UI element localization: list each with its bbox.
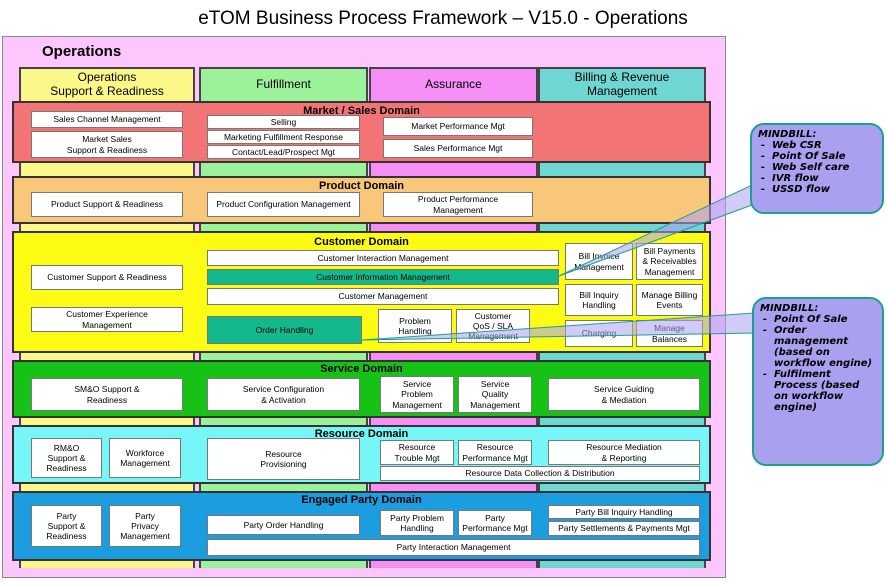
callout-1-item: USSD flow (772, 184, 876, 195)
smo-support-readiness: SM&O Support & Readiness (31, 378, 183, 411)
bill-inquiry-handling: Bill Inquiry Handling (565, 284, 633, 316)
product-domain-title: Product Domain (319, 180, 404, 192)
column-header-fulfillment: Fulfillment (199, 67, 368, 103)
callout-1-item: Web CSR (772, 140, 876, 151)
service-quality-management: Service Quality Management (458, 376, 532, 413)
mindbill-callout-2: MINDBILL: Point Of Sale Order management… (752, 297, 884, 466)
customer-information-management: Customer Information Management (207, 269, 559, 285)
column-header-osr: Operations Support & Readiness (19, 67, 195, 103)
bill-payments-receivables: Bill Payments & Receivables Management (636, 243, 703, 280)
customer-interaction-management: Customer Interaction Management (207, 250, 559, 266)
callout-2-item: Point Of Sale (774, 314, 876, 325)
callout-2-title: MINDBILL: (760, 303, 819, 314)
customer-qos-sla: Customer QoS / SLA Management (456, 309, 530, 343)
selling: Selling (207, 115, 360, 129)
callout-1-list: Web CSR Point Of Sale Web Self care IVR … (758, 140, 876, 195)
rmo-support-readiness: RM&O Support & Readiness (31, 438, 102, 478)
resource-mediation-reporting: Resource Mediation & Reporting (548, 440, 700, 465)
service-guiding-mediation: Service Guiding & Mediation (548, 378, 700, 411)
resource-trouble-mgt: Resource Trouble Mgt (380, 440, 454, 465)
product-support-readiness: Product Support & Readiness (31, 192, 183, 217)
column-header-billing: Billing & Revenue Management (538, 67, 706, 103)
callout-2-list: Point Of Sale Order management (based on… (760, 314, 876, 413)
charging: Charging (565, 320, 633, 347)
customer-support-readiness: Customer Support & Readiness (31, 265, 183, 290)
party-performance-mgt: Party Performance Mgt (458, 510, 532, 536)
order-handling: Order Handling (207, 316, 362, 344)
callout-1-title: MINDBILL: (758, 129, 817, 140)
product-configuration-management: Product Configuration Management (207, 192, 360, 217)
customer-management: Customer Management (207, 288, 559, 305)
manage-balances: Manage Balances (636, 320, 703, 347)
bill-invoice-management: Bill Invoice Management (565, 243, 633, 280)
party-bill-inquiry-handling: Party Bill Inquiry Handling (548, 505, 700, 519)
party-order-handling: Party Order Handling (207, 515, 360, 535)
market-sales-domain-title: Market / Sales Domain (303, 105, 420, 117)
product-performance-management: Product Performance Management (383, 192, 533, 217)
resource-provisioning: Resource Provisioning (207, 438, 360, 480)
party-privacy-management: Party Privacy Management (109, 505, 181, 547)
contact-lead-prospect-mgt: Contact/Lead/Prospect Mgt (207, 145, 360, 159)
operations-label: Operations (42, 43, 122, 60)
callout-1-item: IVR flow (772, 173, 876, 184)
market-sales-support: Market Sales Support & Readiness (31, 131, 183, 158)
customer-experience-management: Customer Experience Management (31, 307, 183, 332)
party-interaction-management: Party Interaction Management (207, 539, 700, 556)
callout-2-item: Fulfilment Process (based on workflow en… (774, 369, 876, 413)
manage-billing-events: Manage Billing Events (636, 284, 703, 316)
resource-data-collection: Resource Data Collection & Distribution (380, 466, 700, 481)
service-configuration-activation: Service Configuration & Activation (207, 378, 360, 411)
party-problem-handling: Party Problem Handling (380, 510, 454, 536)
column-header-assurance: Assurance (369, 67, 538, 103)
service-problem-management: Service Problem Management (380, 376, 454, 413)
party-support-readiness: Party Support & Readiness (31, 505, 102, 547)
problem-handling: Problem Handling (378, 309, 452, 343)
sales-performance-mgt: Sales Performance Mgt (383, 139, 533, 158)
customer-domain-title: Customer Domain (314, 236, 409, 248)
marketing-fulfillment-response: Marketing Fulfillment Response (207, 130, 360, 144)
market-performance-mgt: Market Performance Mgt (383, 117, 533, 136)
engaged-party-domain-title: Engaged Party Domain (301, 494, 422, 506)
callout-1-item: Web Self care (772, 162, 876, 173)
service-domain-title: Service Domain (320, 363, 403, 375)
callout-1-item: Point Of Sale (772, 151, 876, 162)
resource-domain-title: Resource Domain (314, 428, 409, 440)
callout-2-item: Order management (based on workflow engi… (774, 325, 876, 369)
resource-performance-mgt: Resource Performance Mgt (458, 440, 532, 465)
sales-channel-management: Sales Channel Management (31, 111, 183, 128)
mindbill-callout-1: MINDBILL: Web CSR Point Of Sale Web Self… (750, 123, 884, 214)
workforce-management: Workforce Management (109, 438, 181, 478)
page-title: eTOM Business Process Framework – V15.0 … (198, 8, 688, 29)
party-settlements-payments: Party Settlements & Payments Mgt (548, 521, 700, 536)
